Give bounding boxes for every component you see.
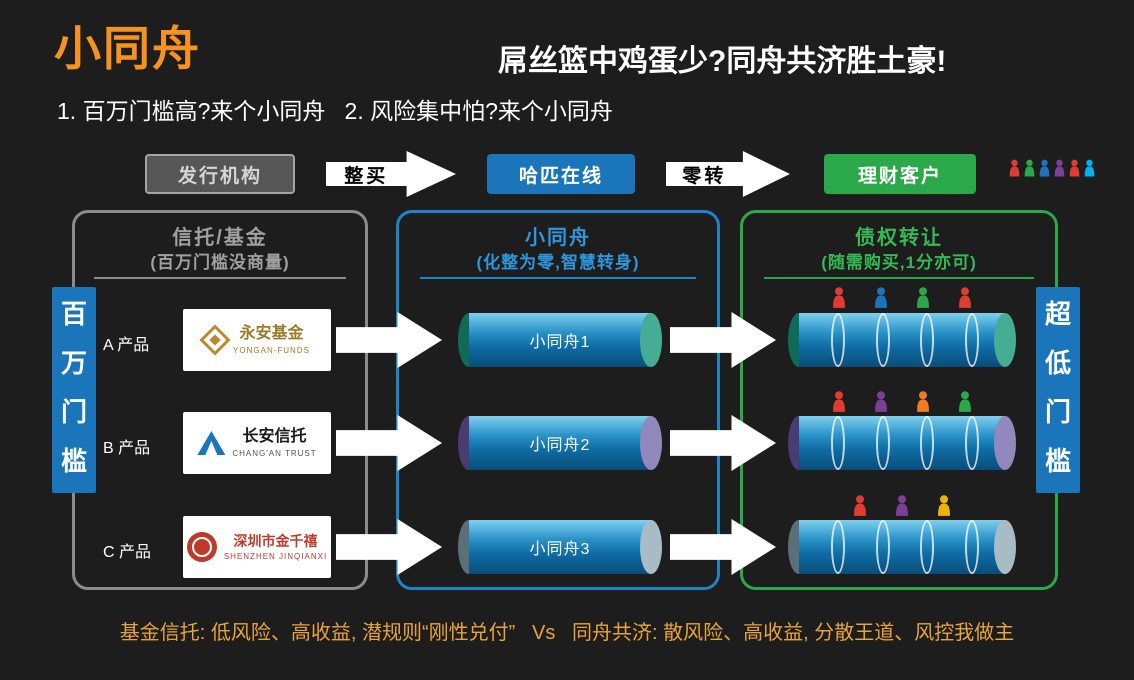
cylinder-cap-right bbox=[994, 520, 1016, 574]
segmented-cylinder-3 bbox=[788, 520, 1016, 574]
logo-changan-trust: 长安信托 CHANG'AN TRUST bbox=[183, 412, 331, 474]
segment-divider bbox=[964, 313, 979, 367]
person-icon bbox=[873, 285, 889, 310]
cylinder-xtz3: 小同舟3 bbox=[458, 520, 662, 574]
cylinder-body bbox=[469, 416, 651, 470]
million-threshold-banner: 百万门槛 bbox=[52, 287, 96, 493]
left-panel-title: 信托/基金 bbox=[172, 227, 268, 249]
cylinder-body bbox=[469, 313, 651, 367]
segment-divider bbox=[831, 313, 846, 367]
logo-yongan-funds: 永安基金 YONGAN-FUNDS bbox=[183, 309, 331, 371]
jinqianxi-seal-icon bbox=[186, 532, 217, 562]
product-c-label: C 产品 bbox=[103, 544, 152, 561]
segmented-cylinder-1 bbox=[788, 313, 1016, 367]
middle-panel-subtitle: (化整为零,智慧转身) bbox=[476, 253, 640, 272]
right-panel-divider bbox=[764, 277, 1034, 279]
transfer-arrow: 零转 bbox=[666, 151, 790, 197]
cylinder-xtz2: 小同舟2 bbox=[458, 416, 662, 470]
person-icon bbox=[957, 285, 973, 310]
product-b-label: B 产品 bbox=[103, 440, 151, 457]
cylinder-label: 小同舟1 bbox=[529, 334, 591, 351]
footer-comparison-text: 基金信托: 低风险、高收益, 潜规则“刚性兑付” Vs 同舟共济: 散风险、高收… bbox=[119, 622, 1015, 644]
logo-name: 深圳市金千禧 bbox=[233, 533, 318, 550]
person-icon bbox=[852, 493, 868, 518]
person-icon bbox=[1083, 157, 1096, 179]
buyers-row-2 bbox=[788, 388, 1016, 414]
segment-divider bbox=[920, 416, 935, 470]
headline: 屌丝篮中鸡蛋少?同舟共济胜土豪! bbox=[498, 45, 947, 78]
middle-panel-divider bbox=[420, 277, 696, 279]
segment-divider bbox=[964, 520, 979, 574]
cylinder-xtz1: 小同舟1 bbox=[458, 313, 662, 367]
segment-divider bbox=[920, 520, 935, 574]
subtitle: 1. 百万门槛高?来个小同舟 2. 风险集中怕?来个小同舟 bbox=[57, 98, 613, 124]
customer-box: 理财客户 bbox=[824, 154, 976, 194]
ultra-low-threshold-banner: 超低门槛 bbox=[1036, 287, 1080, 493]
logo-subtext: CHANG'AN TRUST bbox=[232, 448, 317, 458]
customer-people-icons bbox=[1004, 155, 1100, 179]
cylinder-cap-right bbox=[640, 313, 662, 367]
segment-divider bbox=[831, 416, 846, 470]
right-panel-subtitle: (随需购买,1分亦可) bbox=[821, 253, 977, 272]
yongan-diamond-icon bbox=[199, 324, 231, 356]
buy-arrow: 整买 bbox=[326, 151, 456, 197]
segment-divider bbox=[831, 520, 846, 574]
logo-subtext: SHENZHEN JINQIANXI bbox=[223, 551, 328, 561]
segment-divider bbox=[875, 520, 890, 574]
left-panel-subtitle: (百万门槛没商量) bbox=[150, 253, 290, 272]
person-icon bbox=[831, 285, 847, 310]
person-icon bbox=[915, 389, 931, 414]
platform-box: 哈匹在线 bbox=[487, 154, 635, 194]
logo-subtext: YONGAN-FUNDS bbox=[233, 345, 310, 355]
right-panel-title: 债权转让 bbox=[855, 227, 943, 249]
person-icon bbox=[936, 493, 952, 518]
segment-divider bbox=[964, 416, 979, 470]
segment-divider bbox=[875, 313, 890, 367]
segment-divider bbox=[920, 313, 935, 367]
person-icon bbox=[1068, 157, 1081, 179]
cylinder-cap-right bbox=[994, 416, 1016, 470]
product-a-label: A 产品 bbox=[103, 337, 150, 354]
cylinder-label: 小同舟3 bbox=[529, 541, 591, 558]
logo-name: 永安基金 bbox=[239, 325, 304, 343]
person-icon bbox=[1053, 157, 1066, 179]
cylinder-body bbox=[469, 520, 651, 574]
buyers-row-3 bbox=[788, 492, 1016, 518]
cylinder-cap-right bbox=[640, 520, 662, 574]
person-icon bbox=[894, 493, 910, 518]
middle-panel-title: 小同舟 bbox=[525, 227, 591, 249]
buyers-row-1 bbox=[788, 284, 1016, 310]
segmented-cylinder-2 bbox=[788, 416, 1016, 470]
cylinder-cap-right bbox=[994, 313, 1016, 367]
cylinder-label: 小同舟2 bbox=[529, 437, 591, 454]
person-icon bbox=[915, 285, 931, 310]
buy-arrow-label: 整买 bbox=[344, 165, 389, 187]
person-icon bbox=[1023, 157, 1036, 179]
xiaotongzhou-panel bbox=[396, 210, 720, 590]
person-icon bbox=[1008, 157, 1021, 179]
person-icon bbox=[1038, 157, 1051, 179]
logo-jinqianxi: 深圳市金千禧 SHENZHEN JINQIANXI bbox=[183, 516, 331, 578]
person-icon bbox=[957, 389, 973, 414]
changan-triangle-icon bbox=[197, 431, 226, 455]
segment-divider bbox=[875, 416, 890, 470]
page-title: 小同舟 bbox=[54, 22, 201, 75]
cylinder-cap-right bbox=[640, 416, 662, 470]
person-icon bbox=[873, 389, 889, 414]
transfer-arrow-label: 零转 bbox=[682, 165, 727, 187]
issuer-box: 发行机构 bbox=[145, 154, 295, 194]
logo-name: 长安信托 bbox=[242, 428, 307, 446]
left-panel-divider bbox=[94, 277, 346, 279]
person-icon bbox=[831, 389, 847, 414]
